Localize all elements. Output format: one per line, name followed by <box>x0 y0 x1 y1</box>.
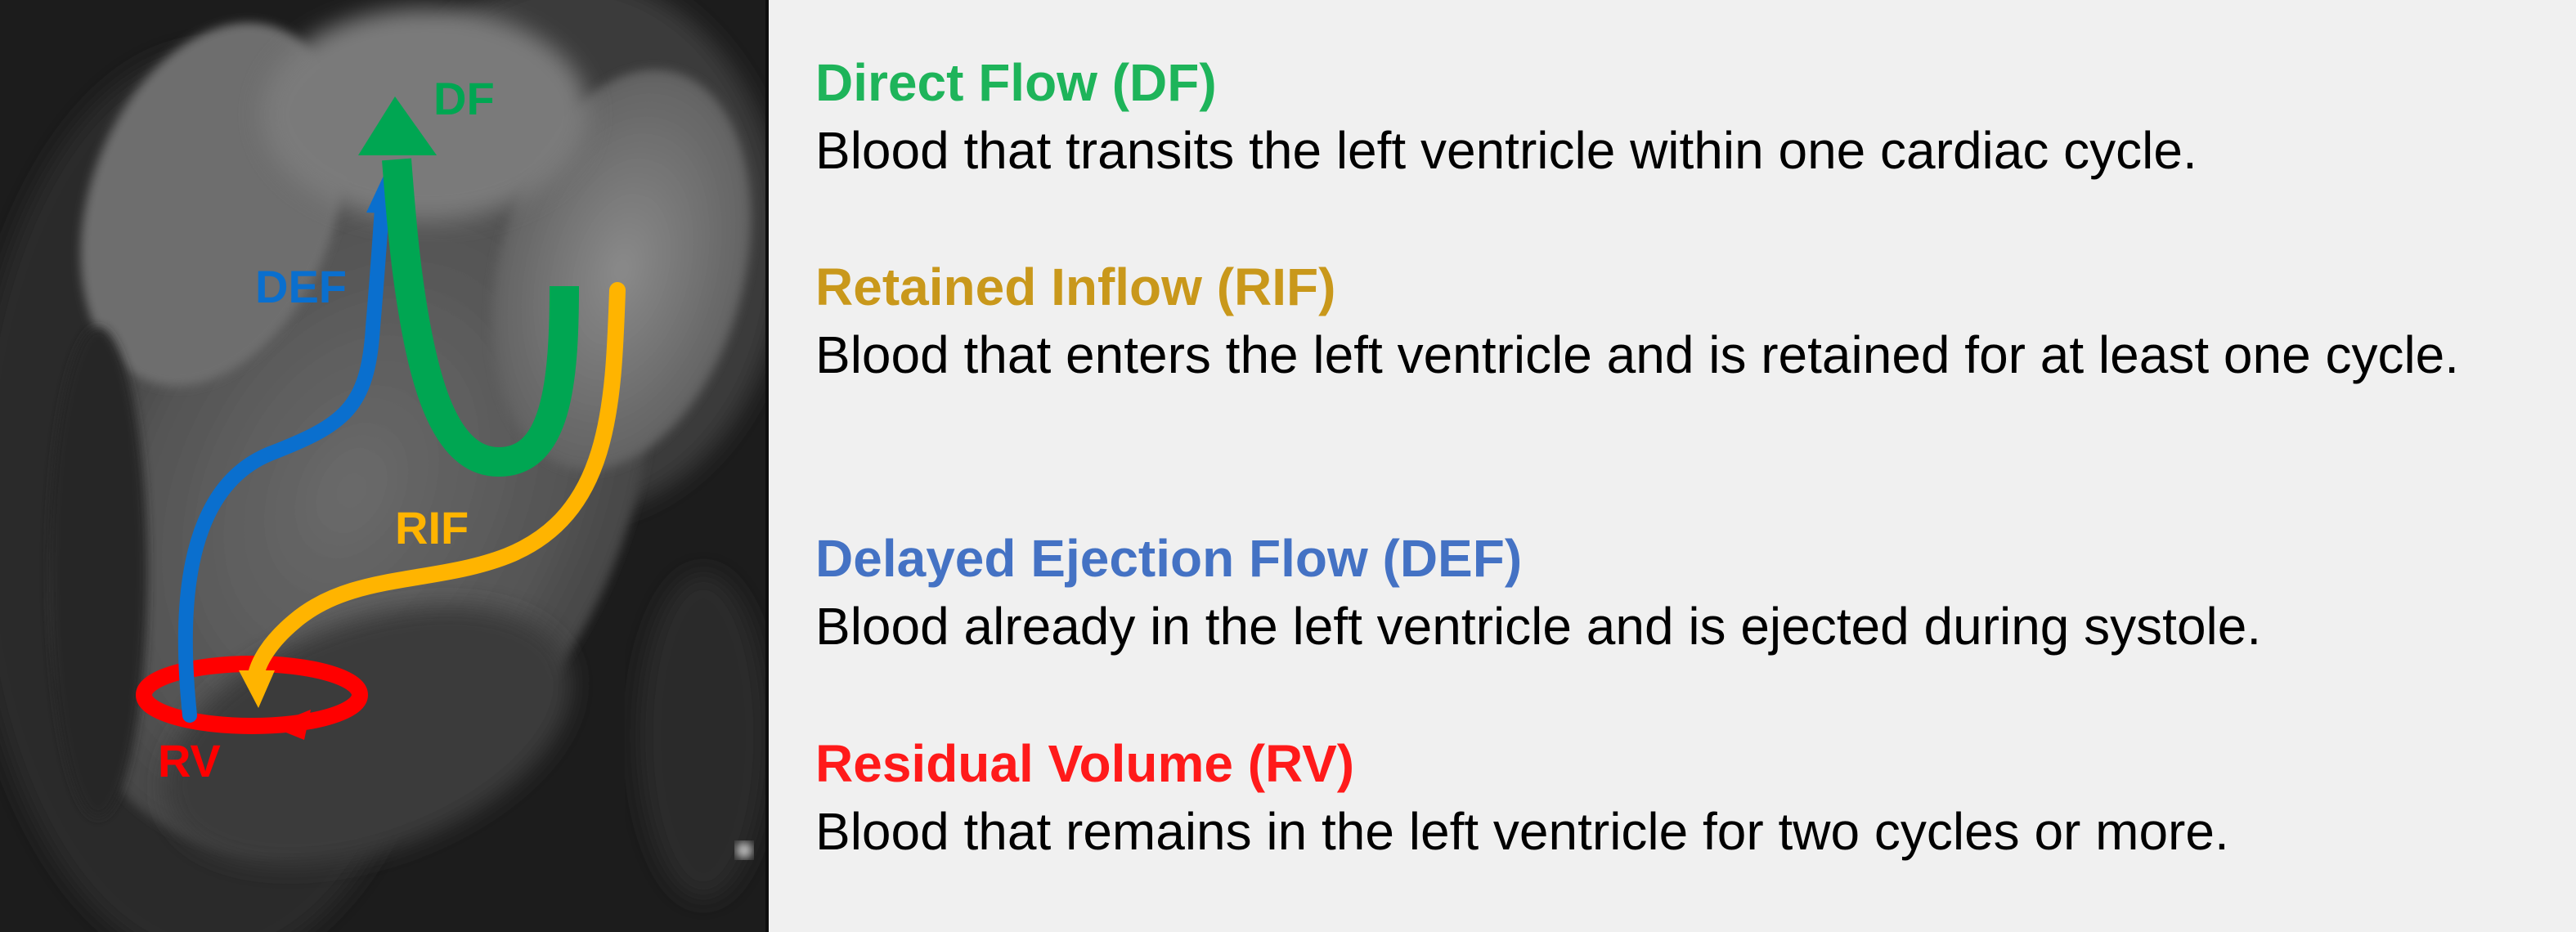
rv-image-label: RV <box>158 735 221 786</box>
cardiac-mri-image: DF DEF RIF RV <box>0 0 769 932</box>
rv-arrowhead <box>270 710 311 740</box>
legend-desc-rv: Blood that remains in the left ventricle… <box>815 802 2229 861</box>
legend-item-def: Delayed Ejection Flow (DEF) Blood alread… <box>815 525 2549 661</box>
rif-arrowhead <box>239 670 275 708</box>
direct-flow-arrow <box>358 96 579 477</box>
legend-desc-def: Blood already in the left ventricle and … <box>815 597 2262 656</box>
def-image-label: DEF <box>255 261 347 312</box>
legend-desc-df: Blood that transits the left ventricle w… <box>815 121 2197 180</box>
legend-title-def: Delayed Ejection Flow (DEF) <box>815 529 1523 588</box>
df-arrowhead <box>358 96 437 155</box>
legend-item-df: Direct Flow (DF) Blood that transits the… <box>815 49 2549 185</box>
legend-title-rif: Retained Inflow (RIF) <box>815 258 1336 316</box>
legend-item-rif: Retained Inflow (RIF) Blood that enters … <box>815 253 2549 389</box>
legend-item-rv: Residual Volume (RV) Blood that remains … <box>815 730 2549 866</box>
retained-inflow-arrow <box>239 282 626 708</box>
legend-title-rv: Residual Volume (RV) <box>815 734 1355 793</box>
flow-diagram-svg: DF DEF RIF RV <box>0 0 769 932</box>
legend-title-df: Direct Flow (DF) <box>815 53 1217 112</box>
df-image-label: DF <box>433 73 495 124</box>
legend-panel: Direct Flow (DF) Blood that transits the… <box>769 0 2576 932</box>
rif-image-label: RIF <box>395 502 469 553</box>
legend-desc-rif: Blood that enters the left ventricle and… <box>815 325 2460 384</box>
